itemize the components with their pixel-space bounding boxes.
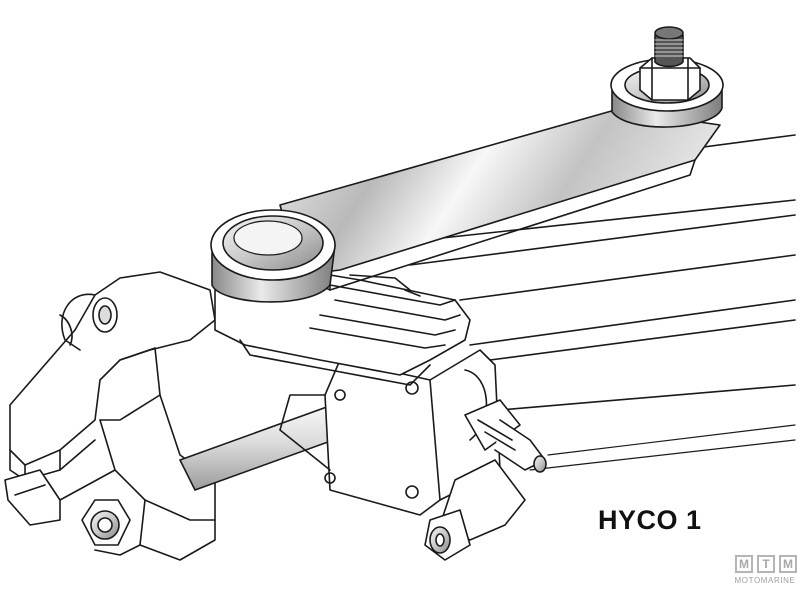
model-label: HYCO 1: [598, 505, 702, 535]
ball-joint: [610, 57, 724, 128]
bracket-nut: [81, 499, 131, 546]
hose-fitting: [424, 459, 526, 561]
watermark-letter: T: [757, 555, 775, 573]
tiller-arm: [279, 109, 721, 291]
watermark-letter: M: [735, 555, 753, 573]
watermark-letter: M: [779, 555, 797, 573]
bracket-lug: [92, 297, 118, 333]
pivot-cap: [210, 209, 336, 303]
threaded-stud: [654, 26, 684, 68]
mounting-bracket: [4, 271, 216, 561]
hydraulic-fitting: [464, 399, 547, 473]
watermark-subtitle: MOTOMARINE: [734, 576, 796, 585]
